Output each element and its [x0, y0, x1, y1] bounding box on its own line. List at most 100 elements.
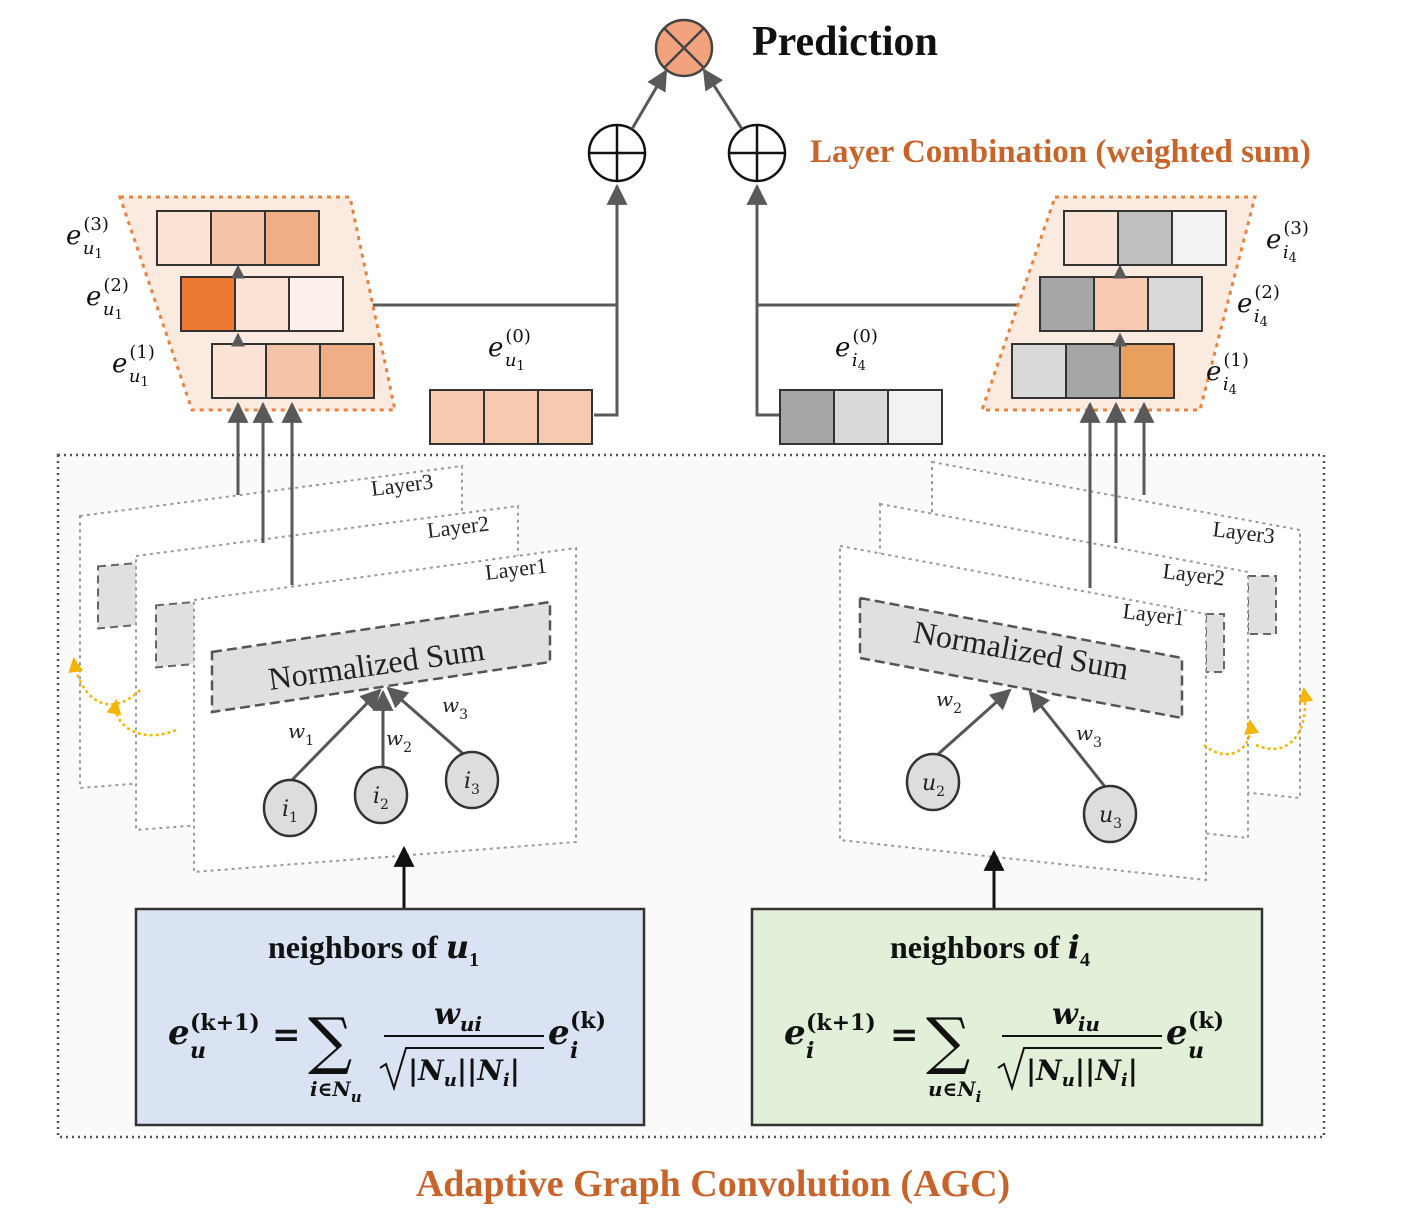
svg-text:u3: u3 [1099, 803, 1122, 832]
left-weight-1: w1 [288, 719, 314, 749]
svg-text:wui: wui [434, 997, 482, 1036]
svg-text:=: = [890, 1015, 919, 1055]
prediction-title: Prediction [752, 19, 938, 65]
layer-combination-label: Layer Combination (weighted sum) [810, 134, 1311, 170]
left-e2-label: e(2)u1 [86, 275, 129, 323]
left-e3-cell-2 [210, 210, 266, 266]
left-e0-cell-1 [429, 389, 485, 445]
left-recursion-arrow-2 [106, 699, 177, 737]
svg-text:i1: i1 [282, 797, 298, 826]
svg-text:i∈Nu: i∈Nu [310, 1077, 362, 1106]
right-e3-vector [1063, 210, 1227, 266]
right-e2-cell-3 [1147, 276, 1203, 332]
svg-text:(k+1): (k+1) [806, 1010, 876, 1036]
svg-text:u: u [1188, 1038, 1204, 1064]
left-e2-cell-1 [180, 276, 236, 332]
left-e3-cell-1 [156, 210, 212, 266]
left-weight-2: w2 [386, 726, 412, 756]
right-e3-cell-1 [1063, 210, 1119, 266]
right-e1-vector [1011, 343, 1175, 399]
right-neighbors-box [750, 907, 1264, 1127]
arrow-plus-left-to-prediction [630, 69, 668, 130]
right-e2-label: e(2)i4 [1237, 282, 1280, 330]
arrow-plus-right-to-prediction [702, 68, 744, 130]
left-e2-cell-2 [234, 276, 290, 332]
right-layer-stack: Layer3 Layer2 Layer1 Normalized Sum w2 w… [839, 460, 1314, 882]
svg-text:(k): (k) [1188, 1008, 1224, 1034]
left-layer-stack: Layer3 Layer2 Layer1 Normalized Sum w1 w… [68, 464, 577, 874]
right-e1-label: e(1)i4 [1206, 350, 1249, 398]
left-weight-3: w3 [442, 693, 468, 723]
prediction-node [654, 18, 714, 78]
svg-text:i: i [570, 1038, 578, 1064]
svg-text:u2: u2 [922, 771, 945, 800]
right-weight-2: w2 [936, 687, 962, 717]
right-e2-cell-1 [1039, 276, 1095, 332]
right-node-u3 [1082, 784, 1138, 844]
right-e1-cell-2 [1065, 343, 1121, 399]
right-e0-vector [779, 389, 943, 445]
connector-left-e0 [594, 183, 628, 417]
combine-left-node [587, 123, 647, 183]
svg-text:i2: i2 [373, 784, 389, 813]
right-e1-cell-3 [1119, 343, 1175, 399]
left-e3-cell-3 [264, 210, 320, 266]
svg-text:e: e [784, 1013, 806, 1053]
connector-right-e0 [746, 183, 780, 417]
right-recursion-arrow-2 [1203, 719, 1260, 756]
right-box-title: neighbors of i4 [890, 928, 1090, 971]
svg-text:i3: i3 [464, 769, 480, 798]
left-normalized-sum-box [210, 600, 552, 714]
svg-text:wiu: wiu [1052, 997, 1100, 1036]
left-e1-cell-3 [319, 343, 375, 399]
left-e1-cell-1 [211, 343, 267, 399]
right-recursion-arrow-1 [1255, 687, 1314, 751]
left-box-title: neighbors of u1 [268, 928, 479, 971]
left-e3-vector [156, 210, 320, 266]
left-e2-vector [180, 276, 344, 332]
right-formula: e (k+1) i = ∑ u∈Ni wiu |Nu||Ni| e (k) u [784, 997, 1224, 1106]
left-e2-cell-3 [288, 276, 344, 332]
right-normalized-sum-box [858, 596, 1184, 720]
svg-text:(k+1): (k+1) [190, 1010, 260, 1036]
right-e0-label: e(0)i4 [835, 326, 878, 374]
right-e0-cell-2 [833, 389, 889, 445]
svg-text:e: e [168, 1013, 190, 1053]
left-neighbors-box [134, 907, 646, 1127]
left-e1-cell-2 [265, 343, 321, 399]
svg-text:u∈Ni: u∈Ni [928, 1077, 982, 1106]
left-e1-label: e(1)u1 [112, 342, 155, 390]
left-e1-vector [211, 343, 375, 399]
svg-text:|Nu||Ni|: |Nu||Ni| [408, 1054, 520, 1091]
left-node-i1 [262, 778, 318, 838]
right-e0-cell-3 [887, 389, 943, 445]
left-e0-label: e(0)u1 [488, 326, 531, 374]
right-e3-cell-2 [1117, 210, 1173, 266]
right-e3-cell-3 [1171, 210, 1227, 266]
svg-text:∑: ∑ [926, 1004, 970, 1077]
combine-right-node [727, 123, 787, 183]
left-recursion-arrow-1 [68, 657, 141, 706]
left-node-i3 [444, 750, 500, 810]
left-e0-cell-2 [483, 389, 539, 445]
svg-text:=: = [272, 1015, 301, 1055]
left-e0-cell-3 [537, 389, 593, 445]
right-e2-vector [1039, 276, 1203, 332]
right-weight-3: w3 [1076, 721, 1102, 751]
svg-text:e: e [548, 1013, 570, 1053]
svg-text:i: i [806, 1038, 814, 1064]
left-formula: e (k+1) u = ∑ i∈Nu wui |Nu||Ni| e (k) i [168, 997, 606, 1106]
left-node-i2 [353, 765, 409, 825]
svg-text:u: u [190, 1038, 206, 1064]
right-e1-cell-1 [1011, 343, 1067, 399]
right-e0-cell-1 [779, 389, 835, 445]
right-e2-cell-2 [1093, 276, 1149, 332]
svg-text:(k): (k) [570, 1008, 606, 1034]
right-e3-label: e(3)i4 [1266, 218, 1309, 266]
left-e3-label: e(3)u1 [66, 214, 109, 262]
svg-text:|Nu||Ni|: |Nu||Ni| [1026, 1054, 1138, 1091]
svg-text:∑: ∑ [308, 1004, 352, 1077]
agc-label: Adaptive Graph Convolution (AGC) [416, 1163, 1010, 1205]
left-e0-vector [429, 389, 593, 445]
